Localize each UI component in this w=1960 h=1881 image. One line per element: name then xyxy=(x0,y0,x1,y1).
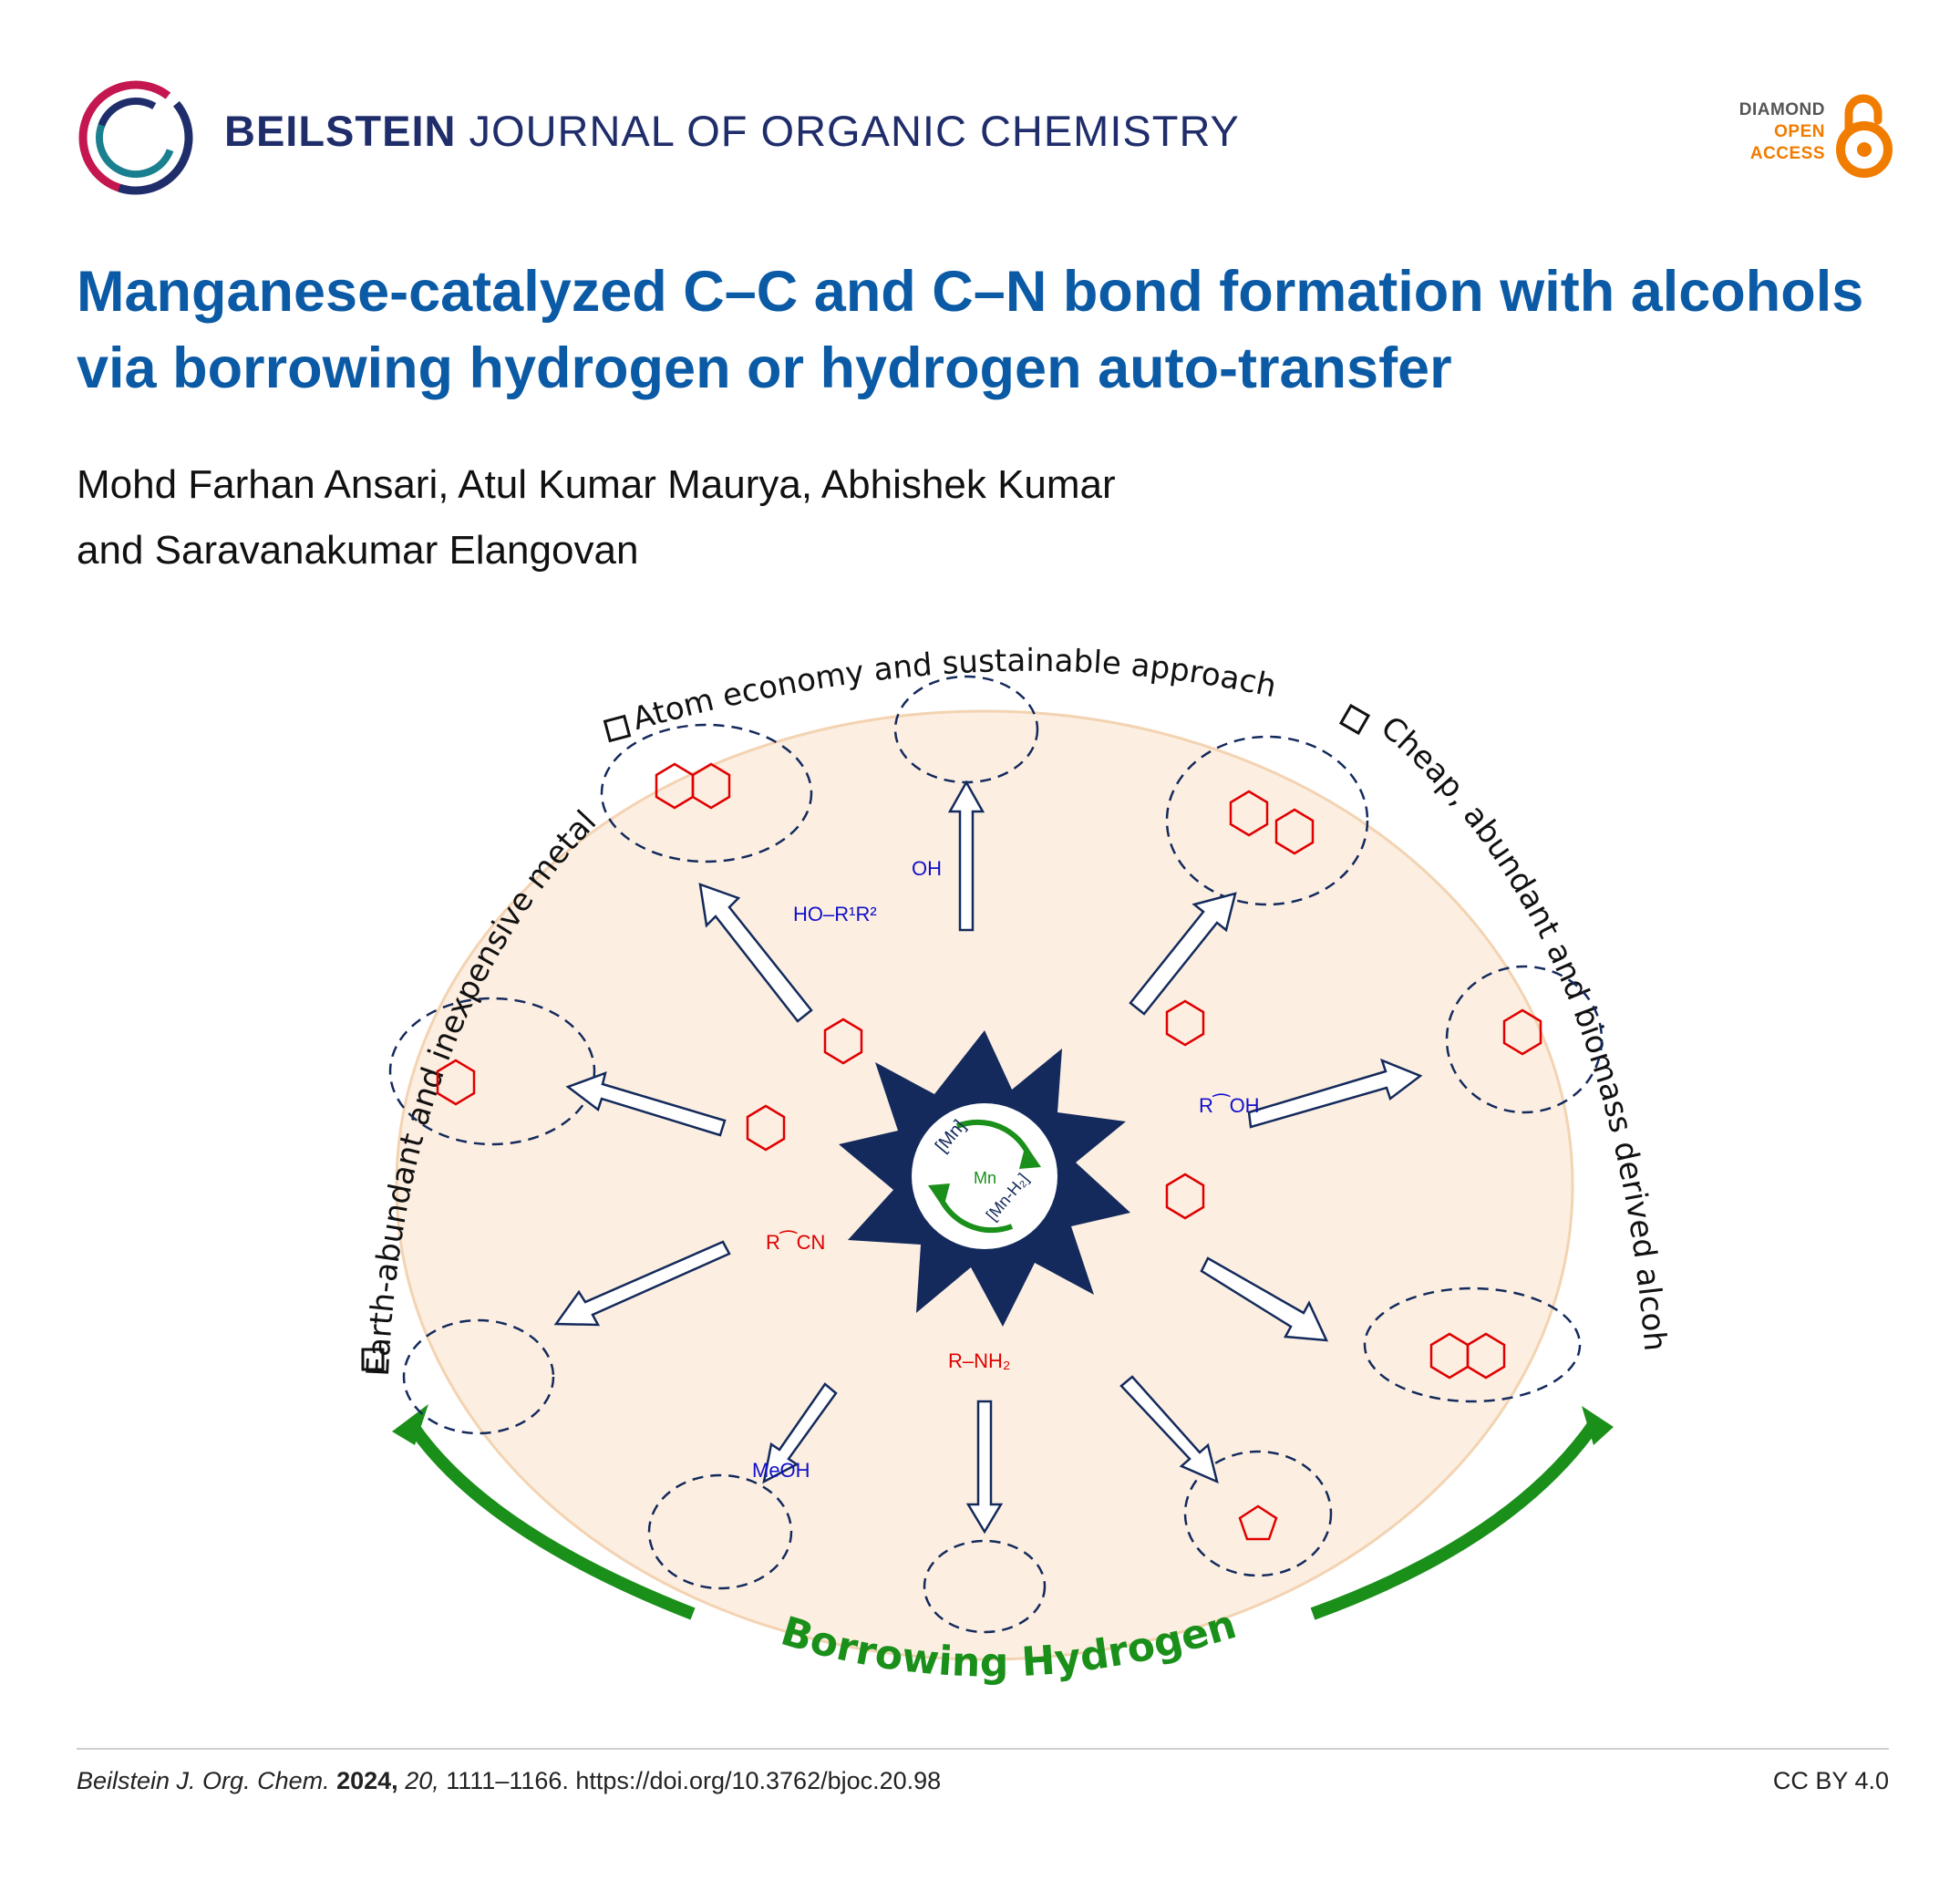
authors-line-2: and Saravanakumar Elangovan xyxy=(77,528,639,573)
citation-journal: Beilstein J. Org. Chem. xyxy=(77,1767,330,1794)
product-indole xyxy=(388,997,596,1146)
footer-divider xyxy=(77,1748,1889,1750)
catalyst-label-center: Mn xyxy=(974,1169,996,1187)
diamond-open-access-badge: DIAMOND OPEN ACCESS xyxy=(1705,89,1896,181)
reagent-alcohol-3: R⁀OH xyxy=(1199,1094,1260,1117)
green-arrow-left-head xyxy=(392,1404,428,1445)
journal-name: BEILSTEIN JOURNAL OF ORGANIC CHEMISTRY xyxy=(224,106,1240,156)
authors-line-1: Mohd Farhan Ansari, Atul Kumar Maurya, A… xyxy=(77,462,1116,507)
product-quinaldine xyxy=(1363,1287,1582,1403)
arrow-to-quinoline xyxy=(698,883,813,1023)
arrow-to-indole xyxy=(565,1071,727,1137)
badge-line-2: OPEN xyxy=(1774,122,1825,141)
citation-year: 2024, xyxy=(336,1767,398,1794)
reagent-amine: R–NH₂ xyxy=(948,1349,1010,1372)
product-fluorene xyxy=(1165,735,1369,906)
product-amine xyxy=(923,1539,1047,1634)
arrow-to-pyrimidine xyxy=(1247,1058,1423,1129)
arrow-to-ketone xyxy=(947,780,985,932)
reagent-nitrile: R⁀CN xyxy=(766,1231,825,1254)
green-arrow-right-head xyxy=(1582,1406,1614,1445)
reagent-alcohol-1: HO–R¹R² xyxy=(793,903,877,925)
arrow-to-methyl-ketone xyxy=(762,1382,838,1484)
product-ellipses xyxy=(388,675,1604,1634)
catalyst-star: [Mn] Mn [Mn-H₂] xyxy=(839,1030,1130,1327)
checkbox-icon-top xyxy=(603,714,632,743)
citation-volume: 20, xyxy=(405,1767,439,1794)
reaction-arrows xyxy=(553,780,1423,1535)
badge-line-1: DIAMOND xyxy=(1738,100,1825,119)
arrow-to-pyrrole xyxy=(1119,1375,1219,1484)
product-pyrimidine xyxy=(1445,965,1604,1114)
journal-name-rest: JOURNAL OF ORGANIC CHEMISTRY xyxy=(469,107,1240,155)
journal-name-bold: BEILSTEIN xyxy=(224,107,457,155)
article-title: Manganese-catalyzed C–C and C–N bond for… xyxy=(77,260,1864,400)
article-authors: Mohd Farhan Ansari, Atul Kumar Maurya, A… xyxy=(77,452,1891,584)
green-arrow-left xyxy=(405,1419,696,1620)
product-nitrile xyxy=(402,1318,555,1435)
product-methyl-ketone xyxy=(647,1473,793,1590)
arrow-to-nitrile xyxy=(553,1240,731,1327)
open-access-lock-icon xyxy=(1836,94,1893,178)
product-pyrrole xyxy=(1183,1450,1333,1577)
journal-logo-icon xyxy=(77,78,195,197)
arrow-to-fluorene xyxy=(1129,892,1237,1016)
product-quinoline xyxy=(600,723,813,863)
arrow-to-amine xyxy=(965,1400,1004,1535)
checkbox-icon-right xyxy=(1338,703,1371,736)
reagent-alcohol-2: OH xyxy=(912,857,942,880)
chemical-structures xyxy=(436,762,1542,1541)
citation: Beilstein J. Org. Chem. 2024, 20, 1111–1… xyxy=(77,1767,941,1795)
checkbox-icon-left xyxy=(361,1348,385,1371)
arrow-to-quinaldine xyxy=(1200,1256,1329,1342)
reagent-methanol: MeOH xyxy=(752,1459,810,1482)
badge-line-3: ACCESS xyxy=(1749,144,1825,163)
graphical-abstract: Atom economy and sustainable approach Ea… xyxy=(246,592,1714,1714)
green-arrow-right xyxy=(1310,1419,1601,1620)
license-label: CC BY 4.0 xyxy=(1772,1767,1889,1794)
graphical-abstract-svg: Atom economy and sustainable approach Ea… xyxy=(246,592,1674,1687)
citation-pages-doi[interactable]: 1111–1166. https://doi.org/10.3762/bjoc.… xyxy=(446,1767,942,1794)
